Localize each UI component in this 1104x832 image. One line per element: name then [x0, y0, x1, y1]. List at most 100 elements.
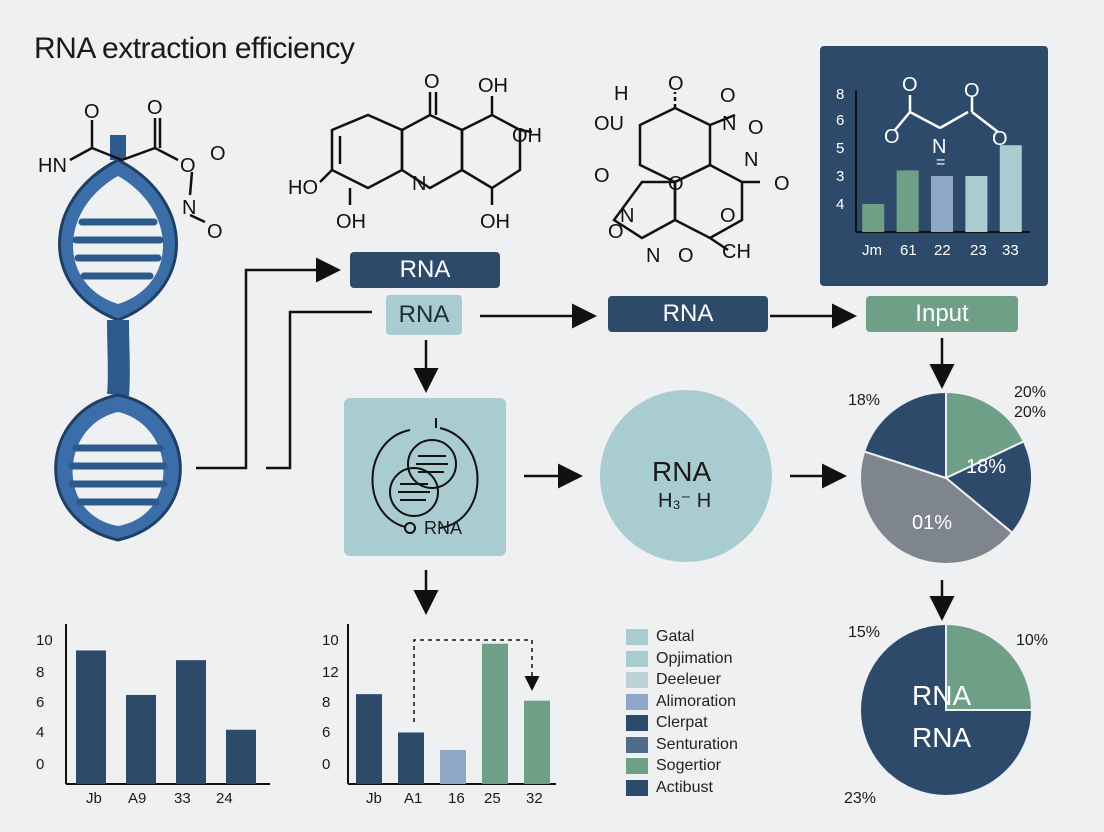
- pie2-label-b: 10%: [1016, 632, 1049, 649]
- molecule-3-structure: [612, 92, 760, 252]
- legend-label: Deeleuer: [656, 671, 721, 688]
- top-chart-x-tick-3: 23: [970, 242, 987, 259]
- flow-connectors: [196, 257, 955, 621]
- chart1-y-tick-3: 4: [36, 724, 45, 741]
- mol3-n3: N: [620, 205, 634, 227]
- chart1-x-tick-3: 24: [216, 790, 233, 807]
- pie1-slice-2: [859, 450, 1014, 565]
- mol2-n: N: [412, 173, 426, 195]
- chart2-bars: [356, 643, 550, 784]
- legend-swatch: [626, 672, 648, 688]
- top-chart-x-tick-0: Jm: [862, 242, 882, 259]
- top-chart-molecule: [894, 95, 999, 133]
- pie1-label-b: 20%: [1014, 384, 1047, 401]
- pie2-slice-1: [859, 622, 1034, 797]
- chart2-y-tick-3: 6: [322, 724, 331, 741]
- mol1-o3: O: [180, 155, 196, 177]
- chart2-x-tick-1: A1: [404, 790, 423, 807]
- pie1-label-d: 18%: [966, 456, 1007, 478]
- legend-item: Senturation: [626, 736, 738, 754]
- pie1-slice-1: [944, 440, 1033, 535]
- mol3-ch: CH: [722, 241, 751, 263]
- chart1-bar-3: [226, 729, 256, 784]
- mol1-o2: O: [147, 97, 163, 119]
- top-chart-y-tick-0: 8: [836, 86, 845, 103]
- chart2-x-tick-4: 32: [526, 790, 543, 807]
- mol3-n1: N: [722, 113, 736, 135]
- mol3-ou: OU: [594, 113, 624, 135]
- chart1-y-tick-4: 0: [36, 756, 45, 773]
- rna-mid-box: RNA: [608, 296, 768, 332]
- top-mol-n: N: [932, 136, 947, 158]
- chart1-y-tick-2: 6: [36, 694, 45, 711]
- pie2-center-1: RNA: [912, 680, 972, 711]
- legend-item: Opjimation: [626, 650, 732, 668]
- mol3-o2: O: [748, 117, 764, 139]
- top-mol-o2: O: [884, 126, 900, 148]
- legend-item: Clerpat: [626, 714, 708, 732]
- mol3-o-mid2: O: [720, 205, 736, 227]
- mol2-o-top: O: [424, 71, 440, 93]
- top-chart-x-tick-1: 61: [900, 242, 917, 259]
- legend-swatch: [626, 693, 648, 710]
- rna-light-box: RNA: [386, 295, 462, 335]
- top-mol-eq: =: [936, 154, 946, 171]
- mol3-n2: N: [744, 149, 758, 171]
- mol3-o-top: O: [668, 73, 684, 95]
- pie2-slice-0: [945, 622, 1034, 711]
- input-box: Input: [866, 296, 1018, 332]
- chart1-bar-0: [76, 650, 106, 784]
- chart2-y-tick-0: 10: [322, 632, 339, 649]
- top-mol-o4: O: [992, 128, 1008, 150]
- top-chart-y-tick-1: 6: [836, 112, 845, 129]
- top-mol-o3: O: [964, 80, 980, 102]
- chart1-bars: [76, 650, 256, 784]
- chart2-bar-1: [398, 732, 424, 784]
- legend-swatch: [626, 629, 648, 645]
- pie-chart-2: [859, 622, 1034, 797]
- pie1-slice-3: [862, 390, 947, 480]
- mol3-o-right-top: O: [720, 85, 736, 107]
- mol3-o-left2: O: [774, 173, 790, 195]
- chart1-x-tick-1: A9: [128, 790, 147, 807]
- chart2-bar-2: [440, 750, 466, 784]
- mol3-o-bl: O: [608, 221, 624, 243]
- mol2-ho-left: HO: [288, 177, 318, 199]
- top-chart-y-tick-4: 4: [836, 196, 845, 213]
- top-chart-x-tick-4: 33: [1002, 242, 1019, 259]
- top-chart-bars: [862, 145, 1022, 232]
- top-chart-bar-4: [999, 145, 1022, 232]
- legend-label: Opjimation: [656, 649, 733, 667]
- cell-rna-label: RNA: [424, 518, 463, 538]
- mol2-oh-bl: OH: [336, 211, 366, 233]
- legend-label: Gatal: [656, 628, 695, 645]
- legend-label: Clerpat: [656, 714, 708, 731]
- chart2-bar-3: [482, 643, 508, 784]
- legend-swatch: [626, 779, 648, 796]
- top-chart-x-tick-2: 22: [934, 242, 951, 259]
- mol3-o-mid: O: [668, 173, 684, 195]
- chart2-bar-0: [356, 694, 382, 784]
- pie2-center-2: RNA: [912, 722, 972, 753]
- legend-item: Actibust: [626, 779, 713, 797]
- chart1-y-tick-0: 10: [36, 632, 53, 649]
- mol2-oh-top: OH: [478, 75, 508, 97]
- legend-item: Gatal: [626, 628, 694, 646]
- rna-circle: [600, 390, 772, 562]
- chart1-bar-1: [126, 694, 156, 784]
- pie1-label-a: 18%: [848, 392, 881, 409]
- mol2-oh-right: OH: [512, 125, 542, 147]
- top-chart-bar-2: [931, 176, 953, 232]
- top-chart-y-tick-2: 5: [836, 140, 845, 157]
- mol3-n4: N: [646, 245, 660, 267]
- legend-label: Senturation: [656, 735, 738, 753]
- chart2-dashed-link: [413, 639, 540, 722]
- chart2-y-tick-4: 0: [322, 756, 331, 773]
- chart1-x-tick-0: Jb: [86, 790, 102, 807]
- mol1-o4: O: [210, 143, 226, 165]
- pie1-slice-0: [945, 390, 1026, 480]
- chart1-bar-2: [176, 660, 206, 784]
- chart2-x-tick-2: 16: [448, 790, 465, 807]
- chart2-y-tick-2: 8: [322, 694, 331, 711]
